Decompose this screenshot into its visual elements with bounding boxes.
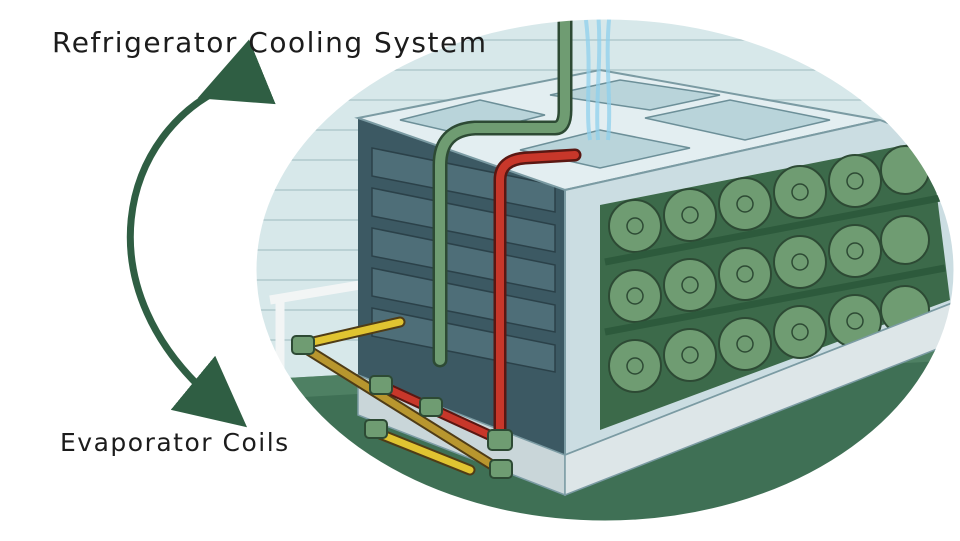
coil-dividers: [604, 194, 946, 336]
top-vents: [399, 79, 831, 169]
left-coil-rolls: [371, 147, 556, 373]
evaporator-unit-illustration: [255, 18, 955, 522]
yellow-pipe: [296, 318, 404, 349]
evaporator-coils-label: Evaporator Coils: [60, 428, 290, 457]
red-supply-pipe: [496, 151, 579, 444]
wall-pipe: [269, 280, 361, 305]
diagram-title: Refrigerator Cooling System: [52, 26, 488, 59]
green-return-pipe: [435, 18, 570, 365]
double-arrow-icon: [126, 39, 276, 428]
brass-pipe: [296, 341, 504, 474]
pipe-fittings: [291, 335, 513, 479]
vapor-plume: [584, 18, 612, 141]
